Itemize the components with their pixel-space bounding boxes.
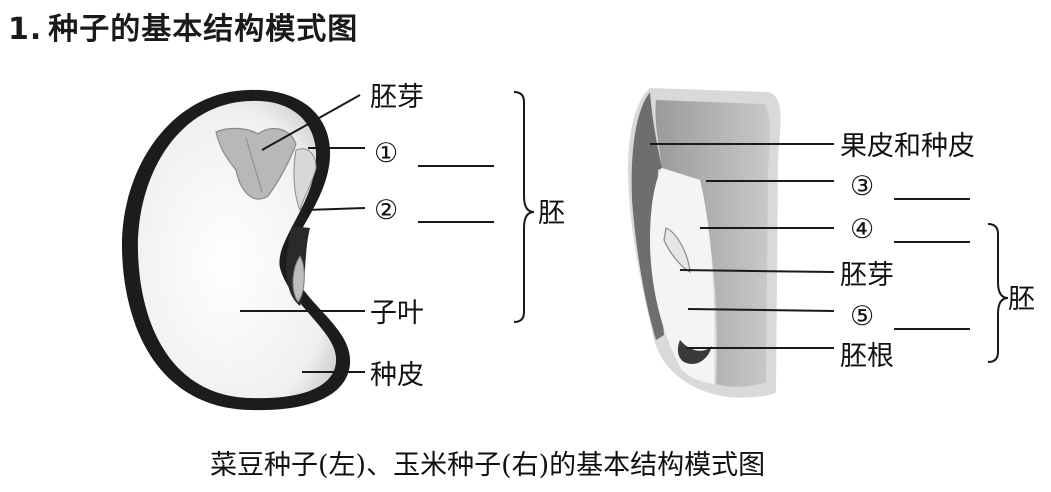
bean-embryo-brace	[513, 91, 535, 323]
page-title: 1.种子的基本结构模式图	[8, 4, 358, 48]
corn-label-blank3: ③	[850, 171, 874, 202]
corn-label-embryo-bud: 胚芽	[840, 260, 894, 291]
title-number: 1.	[8, 12, 43, 47]
corn-leader-embryo-bud	[679, 269, 835, 273]
bean-seed: 胚芽 ① ② 子叶 种皮 胚	[121, 82, 565, 411]
bean-label-seed-coat: 种皮	[370, 360, 424, 391]
corn-label-blank4: ④	[850, 214, 874, 245]
bean-plumule-leaf	[215, 127, 297, 200]
bean-label-embryo: 胚	[538, 198, 565, 229]
corn-scutellum	[650, 168, 715, 384]
title-text: 种子的基本结构模式图	[48, 12, 359, 47]
corn-label-embryo: 胚	[1008, 284, 1035, 315]
bean-plumule-vein	[245, 137, 263, 193]
bean-cotyledon	[137, 100, 337, 399]
figure-caption: 菜豆种子(左)、玉米种子(右)的基本结构模式图	[210, 450, 765, 481]
bean-label-embryo-bud: 胚芽	[370, 82, 424, 113]
corn-seed: 果皮和种皮 ③ ④ 胚芽 ⑤ 胚根 胚	[628, 88, 1035, 398]
bean-label-blank1: ①	[374, 138, 398, 169]
corn-embryo-brace	[987, 223, 1009, 363]
corn-label-pericarp: 果皮和种皮	[840, 131, 975, 162]
bean-leader-embryo-bud	[261, 94, 361, 151]
bean-radicle	[292, 255, 305, 303]
bean-label-blank2: ②	[374, 195, 398, 226]
bean-hypocotyl	[293, 148, 317, 212]
corn-label-radicle: 胚根	[840, 341, 894, 372]
corn-leader-blank5	[687, 308, 835, 312]
corn-label-blank5: ⑤	[850, 301, 874, 332]
corn-radicle-shape	[677, 340, 712, 365]
bean-leader-blank2	[305, 207, 366, 211]
corn-endosperm	[655, 100, 770, 387]
corn-embryo-bud-shape	[663, 227, 691, 274]
bean-label-cotyledon: 子叶	[370, 298, 424, 329]
